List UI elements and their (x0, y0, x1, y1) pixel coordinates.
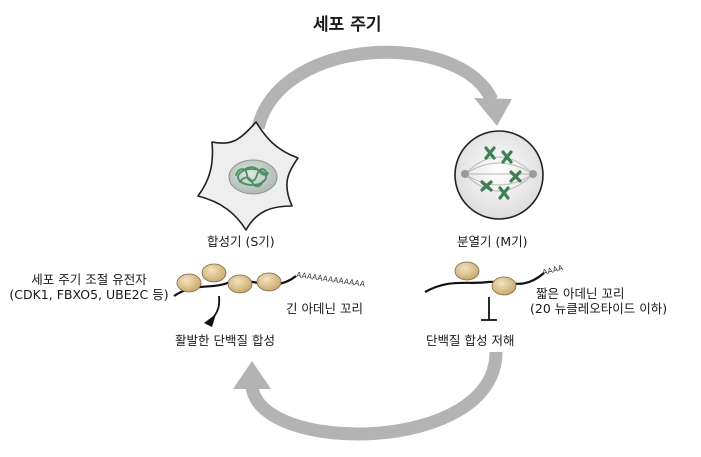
m-phase-cell (454, 130, 544, 220)
gene-label-line1: 세포 주기 조절 유전자 (31, 272, 147, 287)
centrosome-right-icon (529, 170, 537, 178)
activation-arrow (204, 295, 221, 327)
left-poly-a-tail: AAAAAAAAAAAAA (296, 270, 367, 289)
active-synthesis-label: 활발한 단백질 합성 (175, 333, 275, 348)
ribosome-icon (256, 272, 282, 292)
centrosome-left-icon (461, 170, 469, 178)
left-ribosomes (176, 263, 282, 294)
right-poly-a-tail: AAAA (541, 263, 565, 277)
gene-label: 세포 주기 조절 유전자 (CDK1, FBXO5, UBE2C 등) (4, 272, 174, 302)
nucleus-icon (228, 159, 278, 195)
short-tail-label-line1: 짧은 아데닌 꼬리 (536, 286, 625, 301)
s-phase-cell (197, 121, 299, 231)
m-phase-label: 분열기 (M기) (457, 234, 528, 249)
ribosome-icon (201, 263, 227, 283)
right-ribosomes (454, 261, 517, 296)
spindle-fibers (464, 156, 534, 192)
short-tail-label-line2: (20 뉴클레오타이드 이하) (530, 301, 668, 316)
chromosome-icons (480, 146, 522, 200)
diagram-title: 세포 주기 (313, 15, 382, 35)
inhibition-bar (481, 297, 497, 321)
top-cycle-arrow (251, 45, 512, 130)
ribosome-icon (491, 276, 517, 296)
ribosome-icon (227, 274, 253, 294)
bottom-cycle-arrow (233, 351, 503, 441)
gene-label-line2: (CDK1, FBXO5, UBE2C 등) (9, 287, 169, 302)
inhibited-synthesis-label: 단백질 합성 저해 (426, 333, 515, 348)
ribosome-icon (454, 261, 480, 281)
long-tail-label: 긴 아데닌 꼬리 (286, 301, 363, 316)
dna-coil-icon (235, 166, 269, 188)
ribosome-icon (176, 273, 202, 293)
s-phase-label: 합성기 (S기) (207, 234, 275, 249)
short-tail-label: 짧은 아데닌 꼬리 (20 뉴클레오타이드 이하) (530, 286, 667, 316)
